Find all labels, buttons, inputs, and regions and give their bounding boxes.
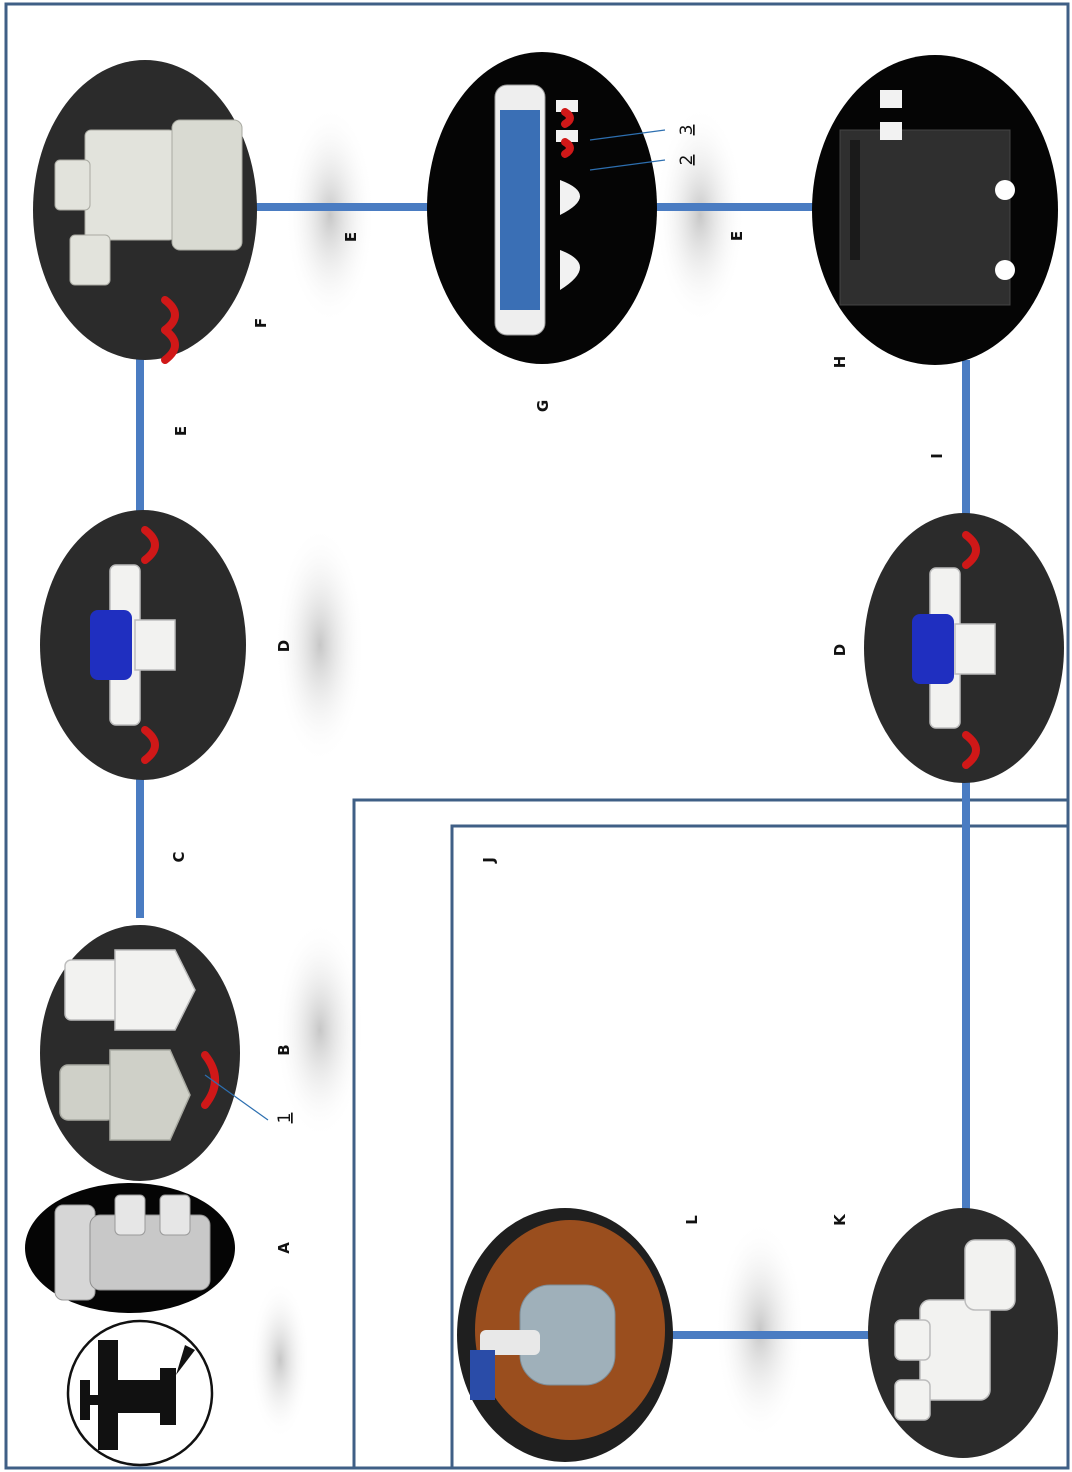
label-j: J <box>480 857 498 864</box>
label-g: G <box>534 400 552 412</box>
label-d-top: D <box>275 640 293 652</box>
drain-fitting-icon <box>457 1208 673 1462</box>
shutoff-valve-icon <box>40 510 246 780</box>
label-e2: E <box>342 232 360 242</box>
label-i: I <box>928 453 946 459</box>
callout-2: 2 <box>677 155 697 166</box>
label-f: F <box>252 318 270 328</box>
label-c: C <box>170 851 188 862</box>
tap-icon <box>68 1321 212 1465</box>
adapter-icon <box>40 925 268 1181</box>
angle-valve-icon <box>25 1183 235 1313</box>
solenoid-valve-icon <box>868 1208 1058 1458</box>
label-h: H <box>831 356 849 369</box>
filter-housing-icon <box>33 60 257 360</box>
label-e3: E <box>728 231 746 241</box>
callout-1: 1 <box>275 1113 295 1124</box>
shutoff-valve-icon-2 <box>864 513 1064 783</box>
label-e1: E <box>172 426 190 436</box>
inline-filter-icon <box>427 52 665 364</box>
tubing <box>140 207 966 1335</box>
appliance-icon <box>812 55 1058 365</box>
label-d-bottom: D <box>831 644 849 656</box>
callout-3: 3 <box>677 125 697 136</box>
label-a: A <box>275 1242 293 1254</box>
label-b: B <box>275 1044 293 1055</box>
label-k: K <box>831 1213 849 1226</box>
label-l: L <box>683 1215 701 1225</box>
